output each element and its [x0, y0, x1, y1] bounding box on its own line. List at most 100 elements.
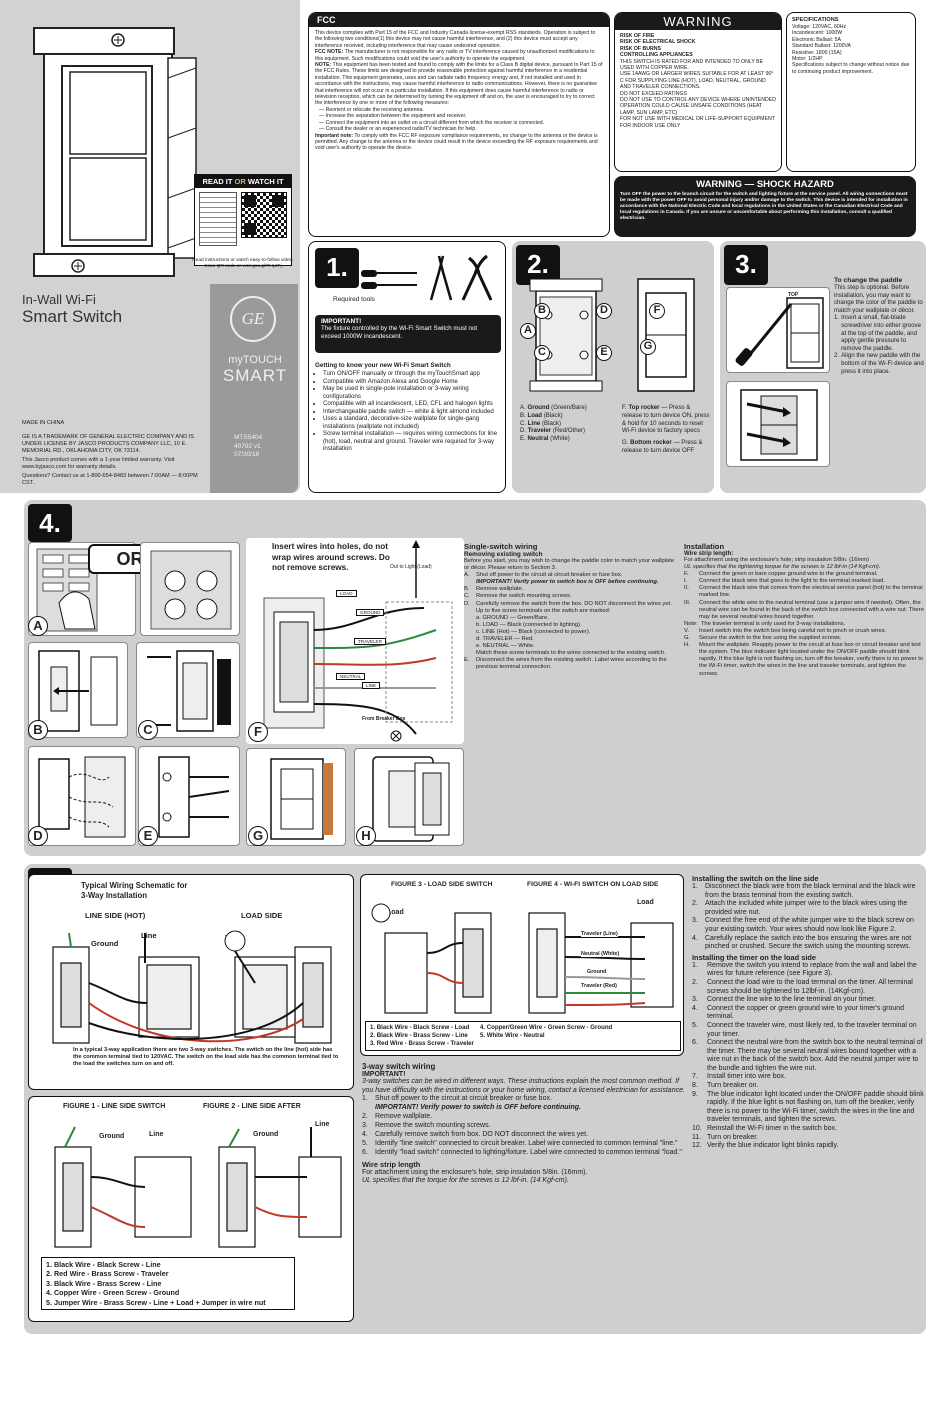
- panel-c-mount-screws: [136, 642, 240, 738]
- panel-label-g: G: [248, 826, 268, 846]
- list-item: E. Disconnect the wires from the existing…: [464, 657, 676, 671]
- label-out-to-light: Out to Light (Load): [390, 564, 432, 570]
- list-item-text: Shut off power to the circuit at circuit…: [375, 1095, 552, 1103]
- schematic-line-label: Line: [141, 931, 157, 940]
- list-item: III. Connect the white wire to the neutra…: [684, 600, 924, 621]
- list-item-text: Install timer into wire box.: [707, 1073, 786, 1081]
- list-item-number: 2.: [362, 1113, 368, 1120]
- list-item: d. TRAVELER — Red.: [464, 636, 676, 643]
- list-item-number: 3.: [362, 1121, 368, 1129]
- step2-number: 2.: [516, 245, 560, 285]
- panel-label-f: F: [248, 722, 268, 742]
- list-item-number: 4.: [362, 1130, 368, 1138]
- list-item-number: 3.: [692, 996, 698, 1004]
- rocker-legend: F. Top rocker — Press & release to turn …: [622, 404, 710, 454]
- fig34-legend: 1. Black Wire - Black Screw - Load 2. Bl…: [365, 1021, 681, 1051]
- list-item: 11.Turn on breaker.: [692, 1134, 924, 1143]
- list-item: 4. Carefully replace the switch into the …: [692, 935, 924, 952]
- list-item-number: [464, 608, 473, 615]
- fig2-ground-label: Ground: [253, 1131, 279, 1138]
- terminal-label-e: E: [596, 345, 612, 361]
- list-item-number: H.: [684, 642, 690, 649]
- wire-cutter-icon: [461, 254, 493, 301]
- list-item-text: Carefully replace the switch into the bo…: [705, 934, 912, 951]
- fcc-box: FCC This device complies with Part 15 of…: [308, 12, 610, 237]
- panel-label-a: A: [28, 616, 48, 636]
- list-item-text: Carefully remove switch from box. DO NOT…: [375, 1130, 589, 1138]
- fig12-illustration: [35, 1117, 351, 1257]
- specs-box: SPECIFICATIONS Voltage: 120VAC, 60Hz Inc…: [786, 12, 916, 172]
- list-item: Up to five screw terminals on the switch…: [464, 608, 676, 615]
- remove-paddle-illustration: [726, 287, 830, 373]
- list-item-text: The blue indicator light located under t…: [707, 1090, 924, 1124]
- panel-e-disconnect: [138, 746, 240, 846]
- list-item-text: Connect the copper or green ground wire …: [707, 1004, 905, 1021]
- fig1-ground-label: Ground: [99, 1133, 125, 1140]
- list-item-text: Match these screw terminals to the wires…: [476, 650, 666, 657]
- read-watch-title: READ IT OR WATCH IT: [195, 175, 291, 188]
- list-item-text: Disconnect the wires from the existing s…: [476, 657, 667, 671]
- list-item-text: IMPORTANT! Verify power to switch box is…: [476, 579, 659, 586]
- label-neutral: NEUTRAL: [336, 673, 366, 680]
- label-traveler: TRAVELER: [354, 638, 386, 645]
- ge-logo: GE: [230, 296, 276, 342]
- list-item-number: [464, 629, 473, 636]
- list-item-number: 4.: [692, 1004, 698, 1012]
- list-item-number: 11.: [692, 1133, 702, 1141]
- switch-terminals-illustration: [526, 273, 706, 393]
- panel-label-c: C: [138, 720, 158, 740]
- list-item-number: III.: [684, 599, 691, 606]
- load-side-label: LOAD SIDE: [241, 911, 283, 920]
- list-item: Note:The traveler terminal is only used …: [684, 621, 924, 628]
- list-item-text: Attach the included white jumper wire to…: [705, 900, 908, 916]
- list-item-number: 6.: [692, 1039, 698, 1047]
- fig1-title: FIGURE 1 - LINE SIDE SWITCH: [63, 1103, 166, 1110]
- list-item-text: Shut off power to the circuit at circuit…: [476, 572, 623, 579]
- schematic-box: Typical Wiring Schematic for 3-Way Insta…: [28, 874, 354, 1090]
- list-item-text: Connect the traveler wire, most likely r…: [707, 1021, 917, 1038]
- list-item: 12.Verify the blue indicator light blink…: [692, 1142, 924, 1151]
- product-name: In-Wall Wi-Fi Smart Switch: [22, 292, 202, 327]
- fig1-line-label: Line: [149, 1131, 164, 1138]
- list-item-number: E.: [464, 657, 470, 664]
- read-watch-note: Read instructions or watch easy-to-follo…: [192, 258, 294, 269]
- line-side-label: LINE SIDE (HOT): [85, 911, 146, 920]
- rocker-label-f: F: [649, 303, 665, 319]
- list-item: I.Connect the black wire that goes to th…: [684, 578, 924, 585]
- qr-code-icon[interactable]: [241, 192, 287, 238]
- fig12-legend: 1. Black Wire - Black Screw - Line 2. Re…: [41, 1257, 295, 1311]
- manual-icon: [199, 192, 237, 246]
- list-item-number: 1.: [362, 1095, 368, 1103]
- fig34-box: FIGURE 3 - LOAD SIDE SWITCH FIGURE 4 - W…: [360, 874, 684, 1056]
- list-item-number: 1.: [692, 961, 698, 969]
- list-item-text: d. TRAVELER — Red.: [476, 636, 534, 643]
- label-line: LINE: [362, 682, 381, 689]
- list-item-number: 8.: [692, 1082, 698, 1090]
- step1-important: IMPORTANT! The fixture controlled by the…: [315, 315, 501, 353]
- product-name-line2: Smart Switch: [22, 307, 123, 326]
- list-item-text: Connect the black wire that comes from t…: [699, 585, 923, 599]
- label-load: LOAD: [336, 590, 357, 597]
- list-item: 8.Turn breaker on.: [692, 1082, 924, 1091]
- list-item: B.Remove wallplate.: [464, 586, 676, 593]
- screwdriver-icon: [361, 282, 417, 289]
- fcc-title: FCC: [309, 13, 609, 27]
- list-item-number: [464, 643, 473, 650]
- list-item-number: 4.: [692, 934, 698, 942]
- list-item: 9.The blue indicator light located under…: [692, 1091, 924, 1125]
- list-item-text: Mount the wallplate. Reapply power to th…: [699, 642, 924, 677]
- list-item-text: Verify the blue indicator light blinks r…: [707, 1142, 839, 1150]
- terminal-label-a: A: [520, 323, 536, 339]
- label-ground: GROUND: [356, 609, 385, 616]
- list-item-number: 1.: [692, 883, 698, 890]
- list-item: 2.Remove wallplate.: [362, 1113, 688, 1122]
- list-item-text: Connect the white wire to the neutral te…: [699, 599, 924, 620]
- list-item: V.Insert switch into the switch box bein…: [684, 628, 924, 635]
- list-item-number: II.: [684, 585, 689, 592]
- panel-label-h: H: [356, 826, 376, 846]
- list-item-text: Connect the load wire to the load termin…: [707, 978, 913, 995]
- switch-illustration: [28, 18, 208, 280]
- step1-number: 1.: [315, 248, 359, 288]
- legal-block: MADE IN CHINA GE IS A TRADEMARK OF GENER…: [22, 420, 198, 486]
- list-item: D.Carefully remove the switch from the b…: [464, 601, 676, 608]
